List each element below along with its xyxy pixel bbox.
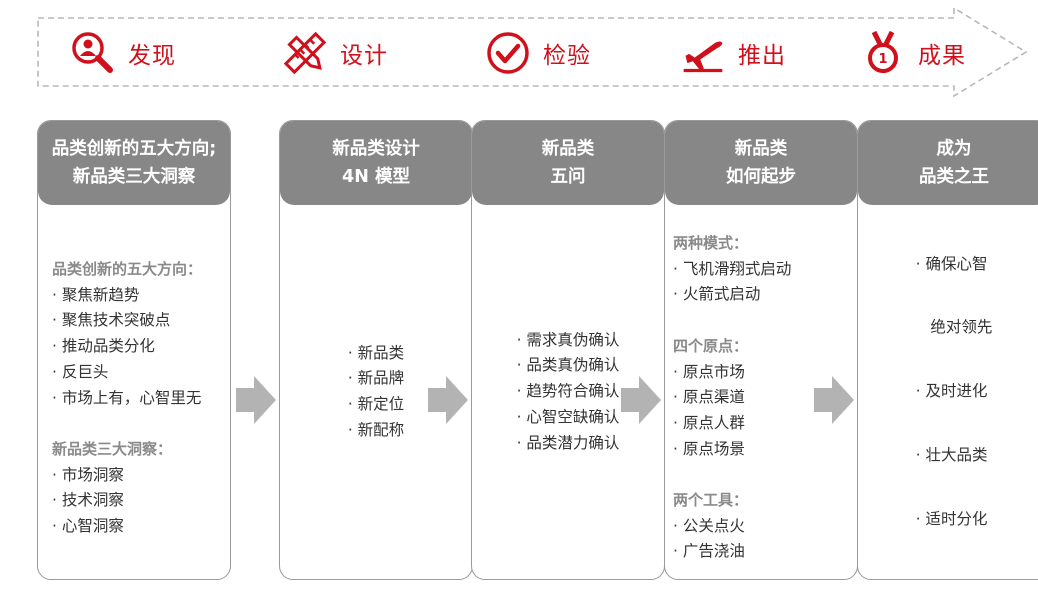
- list-item: · 聚焦新趋势: [52, 285, 140, 304]
- stage-validate: 检验: [485, 28, 591, 78]
- medal-icon: 1: [860, 30, 906, 76]
- group-title: 两个工具：: [673, 491, 749, 509]
- card-design: 新品类设计 4N 模型 · 新品类 · 新品牌 · 新定位 · 新配称: [279, 120, 473, 580]
- group-title: 新品类三大洞察：: [52, 439, 173, 458]
- stage-discover: 发现: [70, 28, 176, 78]
- stage-result: 1 成果: [860, 28, 966, 78]
- list-item: · 火箭式启动: [673, 285, 761, 304]
- flow-arrow: [621, 376, 661, 424]
- list-item: · 品类真伪确认: [516, 356, 620, 375]
- card-title-line: 五问: [550, 167, 586, 187]
- card-title-line: 新品类设计: [332, 139, 420, 159]
- group-title: 两种模式：: [673, 234, 749, 252]
- stage-label: 设计: [340, 43, 388, 69]
- list-item: · 壮大品类: [915, 445, 988, 464]
- list-item: · 反巨头: [52, 362, 109, 381]
- card-header: 新品类 五问: [472, 121, 664, 205]
- card-title-line: 新品类三大洞察: [72, 167, 196, 187]
- list-item: · 趋势符合确认: [516, 382, 620, 401]
- card-title-line: 成为: [936, 139, 972, 159]
- list-item: · 心智洞察: [52, 517, 124, 536]
- list-item: · 适时分化: [915, 509, 988, 528]
- flow-arrow: [428, 376, 468, 424]
- list-item: · 品类潜力确认: [516, 433, 620, 452]
- card-title-line: 新品类: [541, 139, 595, 159]
- card-title-line: 品类之王: [919, 167, 989, 187]
- card-body: · 确保心智 绝对领先 · 及时进化 · 壮大品类 · 适时分化: [858, 205, 1038, 579]
- list-item: · 飞机滑翔式启动: [673, 259, 792, 278]
- list-item: · 技术洞察: [52, 491, 124, 510]
- card-header: 新品类设计 4N 模型: [280, 121, 472, 205]
- stage-label: 检验: [543, 43, 591, 69]
- list-item: · 新品类: [347, 343, 405, 362]
- flow-arrow: [236, 376, 276, 424]
- magnifier-person-icon: [70, 30, 116, 76]
- list-item: · 公关点火: [673, 516, 745, 535]
- list-item: · 原点市场: [673, 362, 745, 381]
- list-item: · 新品牌: [347, 369, 405, 388]
- card-header: 新品类 如何起步: [665, 121, 857, 205]
- card-title-line: 新品类: [734, 139, 788, 159]
- list-item: · 原点人群: [673, 413, 745, 432]
- ruler-pencil-icon: [282, 30, 328, 76]
- process-arrow-banner: [37, 6, 1028, 98]
- svg-text:1: 1: [878, 52, 887, 67]
- card-title-line: 品类创新的五大方向;: [51, 139, 217, 159]
- group-title: 品类创新的五大方向：: [52, 260, 203, 278]
- airplane-takeoff-icon: [680, 30, 726, 76]
- list-item: · 广告浇油: [673, 542, 745, 561]
- card-title-line: 4N 模型: [342, 167, 410, 187]
- list-item: · 原点渠道: [673, 388, 745, 407]
- card-body: 品类创新的五大方向： · 聚焦新趋势 · 聚焦技术突破点 · 推动品类分化 · …: [38, 205, 230, 579]
- card-header: 品类创新的五大方向; 新品类三大洞察: [38, 121, 230, 205]
- flow-arrow: [814, 376, 854, 424]
- list-item: · 聚焦技术突破点: [52, 311, 171, 330]
- list-item: · 市场上有，心智里无: [52, 388, 202, 407]
- checkmark-circle-icon: [485, 30, 531, 76]
- card-body: · 新品类 · 新品牌 · 新定位 · 新配称: [280, 205, 472, 579]
- list-item: · 确保心智: [915, 254, 988, 273]
- stage-label: 推出: [738, 43, 786, 69]
- list-item: 绝对领先: [915, 318, 993, 337]
- stage-label: 发现: [128, 43, 176, 69]
- list-item: · 新定位: [347, 395, 405, 413]
- stage-label: 成果: [918, 43, 966, 69]
- card-title-line: 如何起步: [726, 167, 796, 187]
- card-header: 成为 品类之王: [858, 121, 1038, 205]
- list-item: · 新配称: [347, 420, 405, 439]
- list-item: · 及时进化: [915, 382, 988, 401]
- card-discover: 品类创新的五大方向; 新品类三大洞察 品类创新的五大方向： · 聚焦新趋势 · …: [37, 120, 231, 580]
- card-launch: 新品类 如何起步 两种模式： · 飞机滑翔式启动 · 火箭式启动 四个原点： ·…: [664, 120, 858, 580]
- list-item: · 需求真伪确认: [516, 330, 620, 349]
- list-item: · 推动品类分化: [52, 337, 155, 356]
- group-title: 四个原点：: [673, 336, 749, 355]
- list-item: · 原点场景: [673, 439, 745, 458]
- card-result: 成为 品类之王 · 确保心智 绝对领先 · 及时进化 · 壮大品类 · 适时分化: [857, 120, 1038, 580]
- card-body: 两种模式： · 飞机滑翔式启动 · 火箭式启动 四个原点： · 原点市场 · 原…: [665, 205, 857, 579]
- stage-launch: 推出: [680, 28, 786, 78]
- stage-design: 设计: [282, 28, 388, 78]
- list-item: · 心智空缺确认: [516, 407, 620, 426]
- card-validate: 新品类 五问 · 需求真伪确认 · 品类真伪确认 · 趋势符合确认 · 心智空缺…: [471, 120, 665, 580]
- card-body: · 需求真伪确认 · 品类真伪确认 · 趋势符合确认 · 心智空缺确认 · 品类…: [472, 205, 664, 579]
- list-item: · 市场洞察: [52, 465, 124, 484]
